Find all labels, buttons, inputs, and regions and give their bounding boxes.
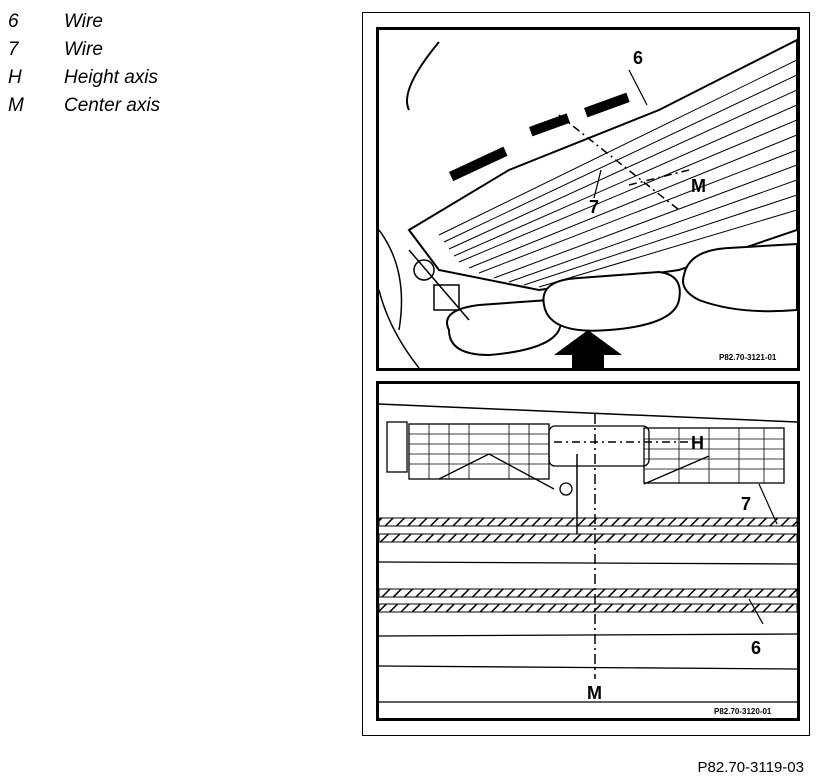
legend-key: H — [8, 67, 22, 88]
wire-7-callout: 7 — [589, 197, 599, 217]
rear-window-section-drawing: H 7 6 M P82.70-3120-01 — [379, 403, 797, 716]
legend-label: Center axis — [64, 95, 161, 116]
legend-item: 7 Wire — [8, 36, 160, 64]
wire-6-callout: 6 — [751, 638, 761, 658]
center-axis-callout: M — [587, 683, 602, 703]
legend-label: Wire — [64, 11, 103, 32]
figure-frame: 6 7 M P82.70-3121-01 — [362, 12, 810, 736]
height-axis-callout: H — [691, 433, 704, 453]
legend-item: H Height axis — [8, 64, 160, 92]
legend-key: M — [8, 95, 24, 116]
rear-window-perspective-panel: 6 7 M P82.70-3121-01 — [376, 27, 800, 371]
legend-key: 7 — [8, 39, 19, 60]
figure-reference-code: P82.70-3119-03 — [697, 759, 804, 776]
legend-item: 6 Wire — [8, 8, 160, 36]
legend-item: M Center axis — [8, 92, 160, 120]
wire-7-callout: 7 — [741, 494, 751, 514]
rear-window-section-panel: H 7 6 M P82.70-3120-01 — [376, 381, 800, 721]
wire-6-callout: 6 — [633, 48, 643, 68]
legend: 6 Wire 7 Wire H Height axis M Center axi… — [8, 8, 160, 120]
center-axis-callout: M — [691, 176, 706, 196]
legend-key: 6 — [8, 11, 19, 32]
bottom-panel-code: P82.70-3120-01 — [714, 707, 772, 716]
legend-label: Wire — [64, 39, 103, 60]
top-panel-code: P82.70-3121-01 — [719, 353, 777, 362]
rear-window-perspective-drawing: 6 7 M P82.70-3121-01 — [379, 38, 797, 368]
legend-label: Height axis — [64, 67, 158, 88]
